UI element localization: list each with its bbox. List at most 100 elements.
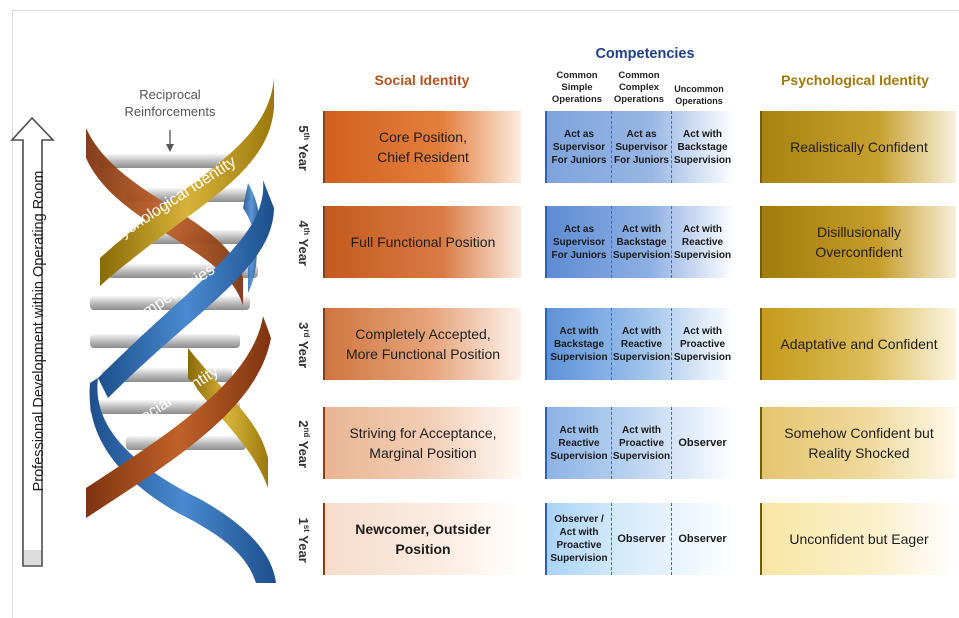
- competency-line: Reactive: [558, 437, 600, 449]
- competency-line: For Juniors: [551, 154, 607, 166]
- competency-line: Act as: [563, 223, 594, 235]
- competency-line: Supervision: [550, 450, 608, 462]
- competency-cell: Observer: [611, 503, 671, 575]
- subheader-line: Uncommon: [674, 84, 724, 94]
- social-identity-line: Full Functional Position: [350, 234, 496, 250]
- competency-line: Backstage: [677, 141, 728, 153]
- annotation-line-2: Reinforcements: [124, 104, 216, 119]
- axis-label: Professional Development within Operatin…: [31, 170, 47, 492]
- competencies-header: Competencies: [595, 46, 695, 62]
- psychological-identity-line: Somehow Confident but: [784, 425, 934, 441]
- psychological-identity-line: Adaptative and Confident: [780, 336, 938, 352]
- competency-line: Act as: [626, 128, 657, 140]
- competency-line: Supervision: [673, 154, 732, 166]
- year-word: Year: [295, 337, 311, 369]
- competency-cell: Observer: [671, 407, 733, 479]
- competency-line: Act with: [683, 325, 722, 337]
- year-suffix: st: [302, 524, 312, 532]
- competency-line: Act with: [622, 325, 661, 337]
- subheader-line: Common: [556, 70, 598, 81]
- competency-line: Supervision: [673, 351, 732, 363]
- year-number: 1: [295, 517, 311, 525]
- psychological-identity-line: Overconfident: [815, 244, 903, 260]
- reciprocal-annotation: Reciprocal Reinforcements: [120, 86, 220, 120]
- subheader-line: Operations: [551, 94, 603, 105]
- competency-line: Supervision: [612, 351, 671, 363]
- social-identity-header: Social Identity: [374, 72, 470, 88]
- year-label: 1st Year: [296, 505, 314, 575]
- competency-line: Act with: [683, 223, 722, 235]
- year-word: Year: [295, 531, 311, 563]
- competency-line: Proactive: [679, 338, 726, 350]
- competency-cell: Observer: [671, 503, 733, 575]
- year-label: 2nd Year: [296, 409, 314, 479]
- competency-line: Proactive: [556, 540, 602, 551]
- social-identity-box: Completely Accepted,More Functional Posi…: [323, 308, 521, 380]
- competency-line: Supervision: [612, 450, 671, 462]
- frame-top-line: [12, 10, 959, 11]
- competency-line: Act as: [563, 128, 594, 140]
- competency-line: Observer: [617, 532, 666, 545]
- competency-line: Act with: [622, 223, 661, 235]
- competency-line: Act with: [622, 424, 661, 436]
- social-identity-line: Marginal Position: [369, 445, 477, 461]
- subheader-line: Simple: [561, 82, 593, 93]
- competency-line: Backstage: [553, 338, 605, 350]
- competency-line: Observer: [678, 532, 727, 545]
- year-label: 3rd Year: [296, 310, 314, 380]
- year-word: Year: [295, 437, 311, 469]
- competency-line: Supervisor: [552, 236, 606, 248]
- social-identity-line: Core Position,: [379, 129, 467, 145]
- psychological-identity-line: Realistically Confident: [790, 139, 928, 155]
- psychological-identity-line: Disillusionally: [816, 224, 902, 240]
- year-suffix: th: [302, 227, 312, 236]
- year-word: Year: [295, 235, 311, 266]
- competency-line: Act with: [559, 424, 599, 436]
- subheader-line: Operations: [613, 94, 665, 105]
- competency-line: Observer: [678, 436, 727, 449]
- social-identity-box: Striving for Acceptance, Marginal Positio…: [323, 407, 521, 479]
- year-suffix: th: [302, 132, 312, 141]
- social-identity-line: Newcomer, Outsider: [355, 521, 491, 537]
- dna-helix: Psychological Identity Competencies Soci…: [86, 78, 276, 583]
- frame-left-line: [12, 10, 13, 618]
- competency-line: Supervision: [673, 249, 732, 261]
- year-suffix: rd: [302, 329, 312, 338]
- annotation-line-1: Reciprocal: [139, 87, 201, 102]
- subheader-line: Operations: [675, 96, 723, 106]
- competency-line: Observer /: [554, 514, 604, 525]
- psychological-identity-line: Reality Shocked: [808, 445, 910, 461]
- competency-line: Act with: [683, 128, 722, 140]
- competency-line: Reactive: [620, 338, 663, 350]
- competency-line: Reactive: [681, 236, 724, 248]
- social-identity-line: Chief Resident: [377, 149, 469, 165]
- subheader-line: Common: [618, 70, 660, 81]
- subheader-line: Complex: [618, 82, 660, 93]
- psychological-identity-box: Realistically Confident: [760, 111, 956, 183]
- competency-line: Supervision: [612, 249, 671, 261]
- social-identity-line: Striving for Acceptance,: [349, 425, 497, 441]
- year-label: 5th Year: [296, 113, 314, 183]
- competency-line: Act with: [559, 325, 599, 337]
- competency-line: For Juniors: [551, 249, 607, 261]
- social-identity-box: Core Position, Chief Resident: [323, 111, 521, 183]
- social-identity-line: Position: [395, 541, 451, 557]
